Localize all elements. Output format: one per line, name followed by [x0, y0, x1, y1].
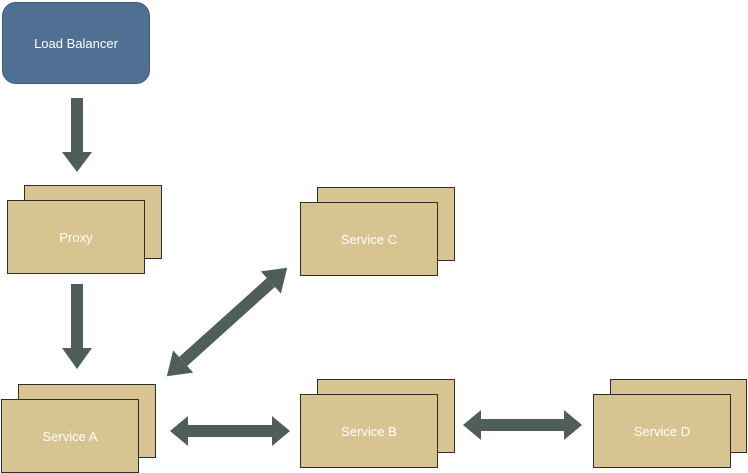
load-balancer-node: Load Balancer [2, 2, 150, 84]
service-d-card-front: Service D [593, 394, 731, 468]
arrow-loadbalancer-to-proxy [62, 98, 92, 172]
service-a-label: Service A [42, 428, 98, 444]
service-a-card-front: Service A [1, 399, 139, 473]
service-b-label: Service B [341, 423, 397, 439]
proxy-label: Proxy [59, 229, 93, 245]
arrow-service-a-service-c [166, 267, 288, 377]
service-c-label: Service C [340, 231, 398, 247]
load-balancer-label: Load Balancer [34, 35, 118, 51]
arrow-proxy-to-service-a [62, 284, 92, 369]
arrow-service-a-service-b [170, 416, 290, 446]
service-d-label: Service D [633, 423, 691, 439]
service-c-card-front: Service C [300, 202, 438, 276]
service-b-card-front: Service B [300, 394, 438, 468]
proxy-card-front: Proxy [7, 200, 145, 274]
arrow-service-b-service-d [463, 410, 582, 440]
